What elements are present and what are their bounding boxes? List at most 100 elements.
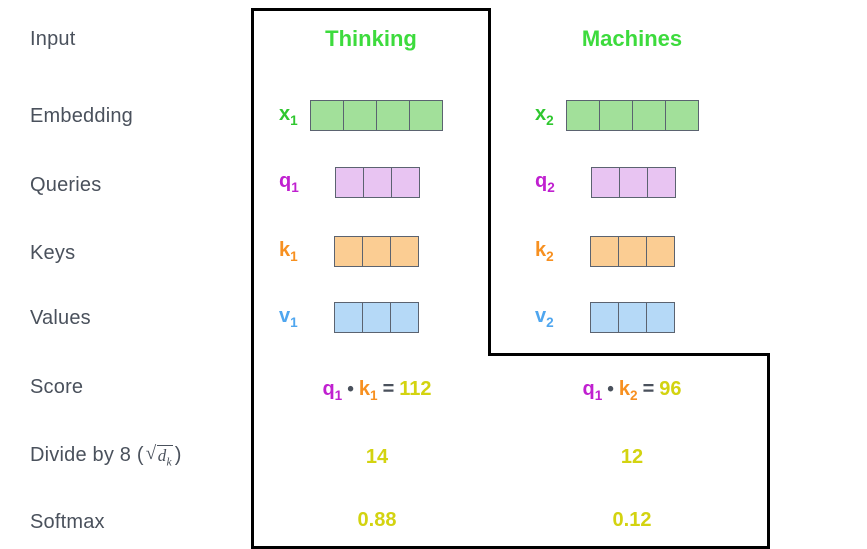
- row-label-values: Values: [30, 307, 91, 329]
- vector-x1: x1: [279, 100, 443, 131]
- vector-symbol: v: [535, 304, 547, 327]
- vector-q2: q2: [535, 167, 676, 198]
- vector-cell: [333, 236, 363, 267]
- vector-q1: q1: [279, 167, 420, 198]
- vector-cell: [333, 302, 363, 333]
- vector-cell: [646, 167, 676, 198]
- vector-symbol: x: [535, 102, 547, 125]
- vector-subscript: 2: [547, 179, 555, 195]
- radicand-sub-k: k: [166, 455, 172, 469]
- divide-value-col2: 12: [620, 446, 644, 468]
- score-value: 96: [659, 378, 682, 400]
- row-label-divide: Divide by 8 (√dk): [30, 443, 182, 469]
- vector-cell: [565, 100, 600, 131]
- word-title-thinking: Thinking: [325, 26, 417, 51]
- vector-subscript: 1: [290, 112, 298, 128]
- vector-cell: [664, 100, 699, 131]
- vector-cell: [631, 100, 666, 131]
- radicand: dk: [156, 445, 173, 469]
- vector-label-k1: k1: [279, 240, 298, 264]
- vector-cells-k1: [333, 236, 419, 267]
- vector-cells-x1: [309, 100, 443, 131]
- vector-cell: [342, 100, 377, 131]
- vector-symbol: q: [279, 169, 292, 192]
- row-label-embedding: Embedding: [30, 105, 133, 127]
- vector-cell: [618, 167, 648, 198]
- vector-cell: [617, 236, 647, 267]
- vector-label-q1: q1: [279, 171, 299, 195]
- equals-sign: =: [642, 378, 655, 400]
- sqrt-dk: √dk: [145, 443, 173, 469]
- vector-cell: [361, 302, 391, 333]
- vector-cell: [334, 167, 364, 198]
- equals-sign: =: [382, 378, 395, 400]
- row-label-queries: Queries: [30, 174, 102, 196]
- vector-cell: [589, 302, 619, 333]
- vector-subscript: 2: [546, 112, 554, 128]
- score-k-subscript: 2: [630, 388, 638, 403]
- divide-value-col1: 14: [365, 446, 389, 468]
- row-label-keys: Keys: [30, 242, 76, 264]
- vector-cell: [589, 236, 619, 267]
- vector-cell: [361, 236, 391, 267]
- divide-label-tail: ): [174, 444, 182, 466]
- vector-v1: v1: [279, 302, 419, 333]
- radicand-d: d: [157, 446, 167, 465]
- vector-symbol: k: [279, 238, 291, 261]
- vector-label-v2: v2: [535, 306, 554, 330]
- vector-label-x1: x1: [279, 104, 298, 128]
- score-expression-col1: q1•k1=112: [322, 379, 431, 403]
- vector-cells-k2: [589, 236, 675, 267]
- vector-cell: [645, 302, 675, 333]
- vector-cell: [617, 302, 647, 333]
- vector-subscript: 1: [290, 314, 298, 330]
- vector-label-v1: v1: [279, 306, 298, 330]
- vector-cells-q2: [590, 167, 676, 198]
- row-label-input: Input: [30, 28, 76, 50]
- vector-cells-v1: [333, 302, 419, 333]
- vector-symbol: q: [535, 169, 548, 192]
- vector-subscript: 1: [291, 179, 299, 195]
- softmax-value-col2: 0.12: [612, 509, 652, 531]
- vector-k1: k1: [279, 236, 419, 267]
- score-k-symbol: k: [358, 378, 371, 400]
- vector-cells-v2: [589, 302, 675, 333]
- softmax-value-col1: 0.88: [357, 509, 397, 531]
- score-q-symbol: q: [582, 378, 595, 400]
- vector-cell: [389, 302, 419, 333]
- radical-sign: √: [145, 443, 157, 464]
- score-k-symbol: k: [618, 378, 631, 400]
- vector-subscript: 1: [290, 248, 298, 264]
- score-q-term: q1: [322, 378, 343, 403]
- vector-x2: x2: [535, 100, 699, 131]
- score-q-subscript: 1: [334, 388, 343, 403]
- vector-cell: [645, 236, 675, 267]
- dot-product-icon: •: [347, 379, 354, 400]
- vector-cell: [408, 100, 443, 131]
- vector-cell: [590, 167, 620, 198]
- vector-cell: [390, 167, 420, 198]
- vector-cells-x2: [565, 100, 699, 131]
- vector-cell: [309, 100, 344, 131]
- score-q-term: q1: [582, 378, 603, 403]
- score-value: 112: [399, 378, 432, 400]
- row-label-score: Score: [30, 376, 84, 398]
- score-q-subscript: 1: [594, 388, 603, 403]
- score-expression-col2: q1•k2=96: [582, 379, 681, 403]
- score-q-symbol: q: [322, 378, 335, 400]
- vector-subscript: 2: [546, 314, 554, 330]
- vector-cell: [598, 100, 633, 131]
- vector-cell: [375, 100, 410, 131]
- outline-seam-mask: [254, 350, 488, 359]
- vector-cells-q1: [334, 167, 420, 198]
- vector-symbol: x: [279, 102, 291, 125]
- vector-symbol: v: [279, 304, 291, 327]
- vector-symbol: k: [535, 238, 547, 261]
- vector-label-x2: x2: [535, 104, 554, 128]
- vector-label-k2: k2: [535, 240, 554, 264]
- score-k-subscript: 1: [370, 388, 378, 403]
- vector-cell: [362, 167, 392, 198]
- row-label-softmax: Softmax: [30, 511, 105, 533]
- vector-v2: v2: [535, 302, 675, 333]
